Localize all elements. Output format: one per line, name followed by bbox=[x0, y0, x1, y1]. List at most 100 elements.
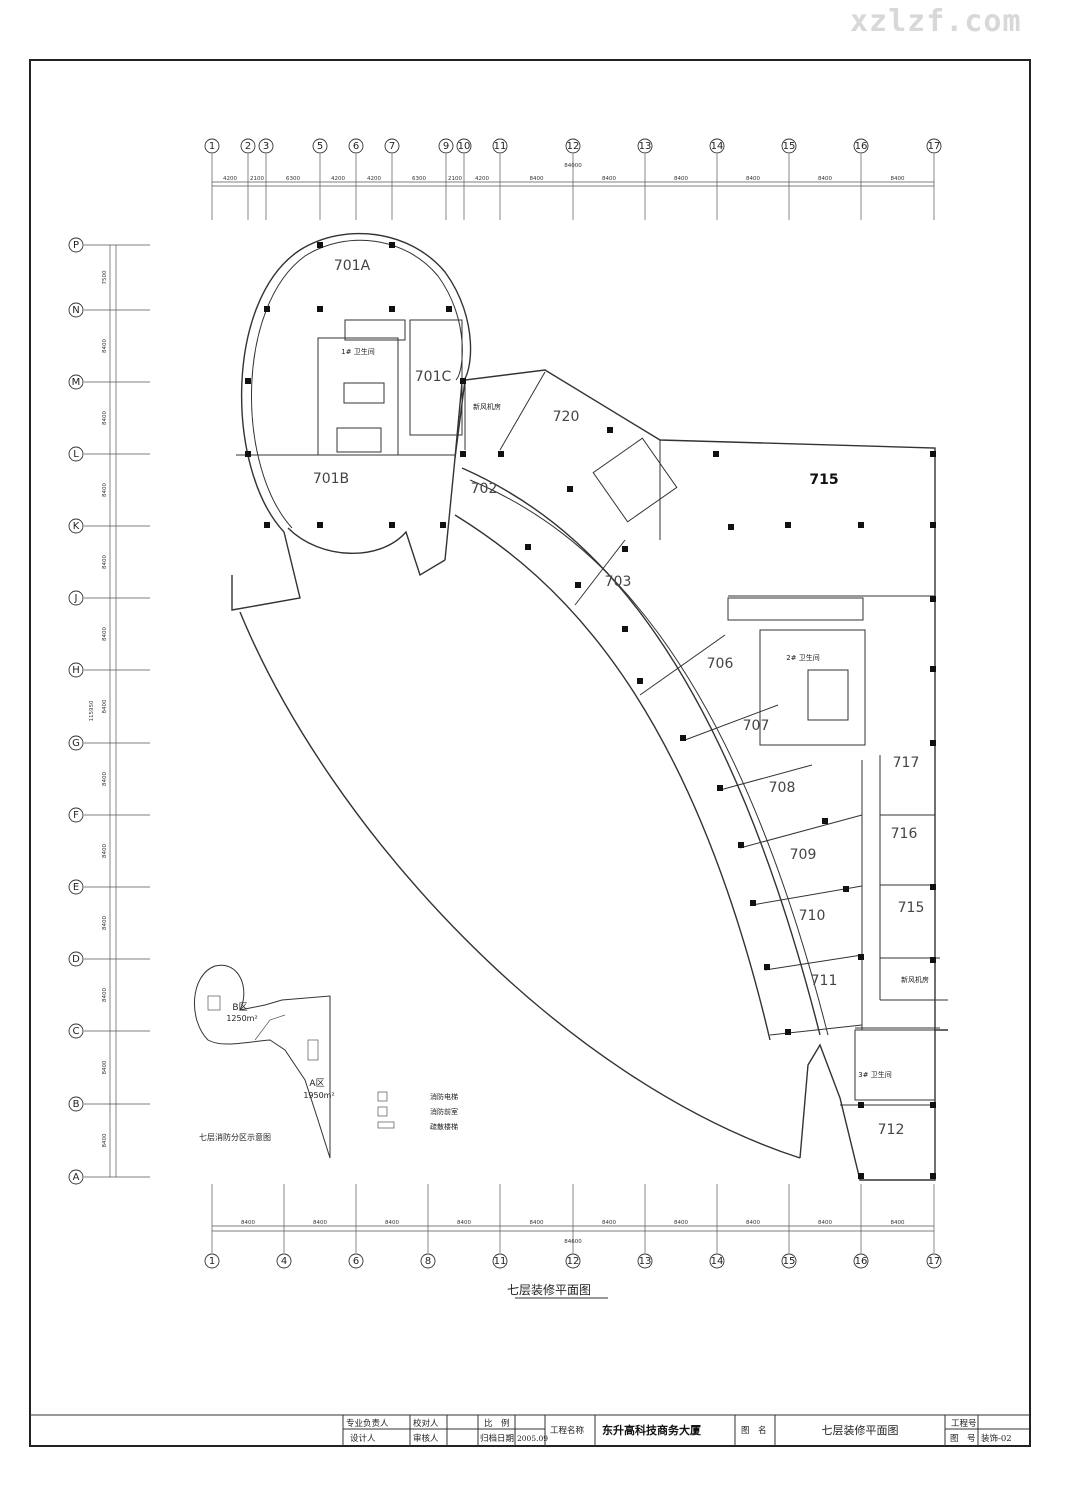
left-axis-bubble-E-text: E bbox=[73, 882, 79, 893]
top-axis-bubble-3: 3 bbox=[258, 138, 274, 154]
top-axis-bubble-17: 17 bbox=[926, 138, 942, 154]
bottom-axis-bubble-12: 12 bbox=[565, 1253, 581, 1269]
tb-label-date: 归档日期 bbox=[480, 1433, 514, 1444]
tb-drawing-no: 装饰-02 bbox=[981, 1433, 1012, 1444]
top-axis-bubble-1: 1 bbox=[204, 138, 220, 154]
tb-drawing-name: 七层装修平面图 bbox=[822, 1423, 899, 1437]
left-axis-bubble-C: C bbox=[68, 1023, 84, 1039]
top-axis-bubble-11-text: 11 bbox=[494, 141, 507, 152]
top-dimension: 2100 bbox=[448, 176, 462, 182]
left-dimension: 8400 bbox=[102, 988, 108, 1002]
tb-label-chief: 专业负责人 bbox=[346, 1418, 389, 1429]
left-dimension: 8400 bbox=[102, 411, 108, 425]
left-axis-bubble-A-text: A bbox=[73, 1172, 80, 1183]
zone-b-label: B区 bbox=[232, 1002, 247, 1013]
left-axis-bubble-A: A bbox=[68, 1169, 84, 1185]
top-axis-bubble-12-text: 12 bbox=[567, 141, 580, 152]
room-715-south-label: 715 bbox=[898, 900, 925, 916]
top-axis-bubble-9-text: 9 bbox=[443, 141, 449, 152]
bottom-overall-dimension: 84600 bbox=[564, 1239, 582, 1245]
bottom-axis-bubble-1: 1 bbox=[204, 1253, 220, 1269]
bottom-axis-bubble-15: 15 bbox=[781, 1253, 797, 1269]
zone-a-area: 1950m² bbox=[303, 1091, 334, 1100]
left-axis-bubble-G: G bbox=[68, 735, 84, 751]
left-axis-bubble-N-text: N bbox=[72, 305, 79, 316]
room-703-label: 703 bbox=[605, 574, 632, 590]
left-axis-bubble-G-text: G bbox=[72, 738, 80, 749]
zone-diagram-caption: 七层消防分区示意图 bbox=[199, 1132, 271, 1142]
bottom-axis-bubble-4-text: 4 bbox=[281, 1256, 287, 1267]
left-overall-dimension: 115950 bbox=[89, 700, 95, 721]
top-axis-bubble-7-text: 7 bbox=[389, 141, 395, 152]
top-axis-bubble-16-text: 16 bbox=[855, 141, 868, 152]
room-708-label: 708 bbox=[769, 780, 796, 796]
bottom-dimension: 8400 bbox=[602, 1220, 616, 1226]
bottom-axis-bubble-14: 14 bbox=[709, 1253, 725, 1269]
left-dimension: 8400 bbox=[102, 627, 108, 641]
top-dimension: 8400 bbox=[530, 176, 544, 182]
top-overall-dimension: 84000 bbox=[564, 163, 582, 169]
top-axis-bubble-6-text: 6 bbox=[353, 141, 359, 152]
top-dimension: 4200 bbox=[223, 176, 237, 182]
left-axis-bubble-H-text: H bbox=[72, 665, 80, 676]
tb-label-scale: 比 例 bbox=[484, 1418, 510, 1429]
bottom-axis-bubble-17-text: 17 bbox=[928, 1256, 941, 1267]
top-dimension: 8400 bbox=[818, 176, 832, 182]
top-dimension: 4200 bbox=[475, 176, 489, 182]
tb-label-drawing-no: 图 号 bbox=[950, 1434, 976, 1444]
room-720-label: 720 bbox=[553, 409, 580, 425]
top-axis-bubble-5: 5 bbox=[312, 138, 328, 154]
left-axis-bubble-D: D bbox=[68, 951, 84, 967]
bottom-axis-bubble-1-text: 1 bbox=[209, 1256, 215, 1267]
top-dimension: 4200 bbox=[331, 176, 345, 182]
bottom-axis-bubble-6: 6 bbox=[348, 1253, 364, 1269]
bottom-dimension: 8400 bbox=[818, 1220, 832, 1226]
left-dimension: 7500 bbox=[102, 270, 108, 284]
top-axis-bubble-12: 12 bbox=[565, 138, 581, 154]
tb-date: 2005.09 bbox=[517, 1434, 548, 1443]
left-axis-bubble-M: M bbox=[68, 374, 84, 390]
left-axis-bubble-B-text: B bbox=[73, 1099, 80, 1110]
left-axis-bubble-D-text: D bbox=[72, 954, 80, 965]
bottom-axis-bubble-16-text: 16 bbox=[855, 1256, 868, 1267]
left-dimension: 8400 bbox=[102, 555, 108, 569]
structural-columns bbox=[245, 242, 936, 1179]
tb-label-job-no: 工程号 bbox=[951, 1419, 977, 1429]
tb-project-name: 东升高科技商务大厦 bbox=[602, 1423, 702, 1437]
top-axis-bubble-2: 2 bbox=[240, 138, 256, 154]
top-axis-bubble-7: 7 bbox=[384, 138, 400, 154]
room-702-label: 702 bbox=[471, 481, 498, 497]
bottom-dimension: 8400 bbox=[241, 1220, 255, 1226]
bottom-dimension: 8400 bbox=[530, 1220, 544, 1226]
top-axis-bubble-1-text: 1 bbox=[209, 141, 215, 152]
bottom-axis-bubble-13-text: 13 bbox=[639, 1256, 652, 1267]
bottom-axis-bubble-15-text: 15 bbox=[783, 1256, 796, 1267]
top-axis-bubble-11: 11 bbox=[492, 138, 508, 154]
drawing-title: 七层装修平面图 bbox=[507, 1282, 591, 1297]
legend-evacuation-stair: 疏散楼梯 bbox=[430, 1122, 458, 1131]
bottom-axis-bubble-12-text: 12 bbox=[567, 1256, 580, 1267]
top-axis-bubble-13-text: 13 bbox=[639, 141, 652, 152]
left-axis-bubble-L-text: L bbox=[73, 449, 79, 460]
room-701a-label: 701A bbox=[334, 258, 371, 274]
left-axis-bubble-F-text: F bbox=[73, 810, 79, 821]
top-dimension: 8400 bbox=[891, 176, 905, 182]
bottom-axis-bubble-14-text: 14 bbox=[711, 1256, 724, 1267]
legend-fire-lobby: 消防前室 bbox=[430, 1107, 458, 1116]
bottom-axis-bubble-17: 17 bbox=[926, 1253, 942, 1269]
bottom-axis-bubble-8-text: 8 bbox=[425, 1256, 431, 1267]
zone-a-label: A区 bbox=[309, 1078, 324, 1089]
left-dimension: 8400 bbox=[102, 699, 108, 713]
tb-label-reviewer: 审核人 bbox=[413, 1433, 439, 1444]
toilet-1-label: 1# 卫生间 bbox=[341, 347, 375, 356]
watermark: xzlzf.com bbox=[850, 4, 1022, 39]
top-dimension: 6300 bbox=[286, 176, 300, 182]
left-axis-bubble-F: F bbox=[68, 807, 84, 823]
left-dimension: 8400 bbox=[102, 1133, 108, 1147]
left-axis-bubble-E: E bbox=[68, 879, 84, 895]
top-axis-bubble-9: 9 bbox=[438, 138, 454, 154]
tb-label-drawing: 图 名 bbox=[741, 1425, 767, 1436]
room-706-label: 706 bbox=[707, 656, 734, 672]
bottom-dimension: 8400 bbox=[891, 1220, 905, 1226]
